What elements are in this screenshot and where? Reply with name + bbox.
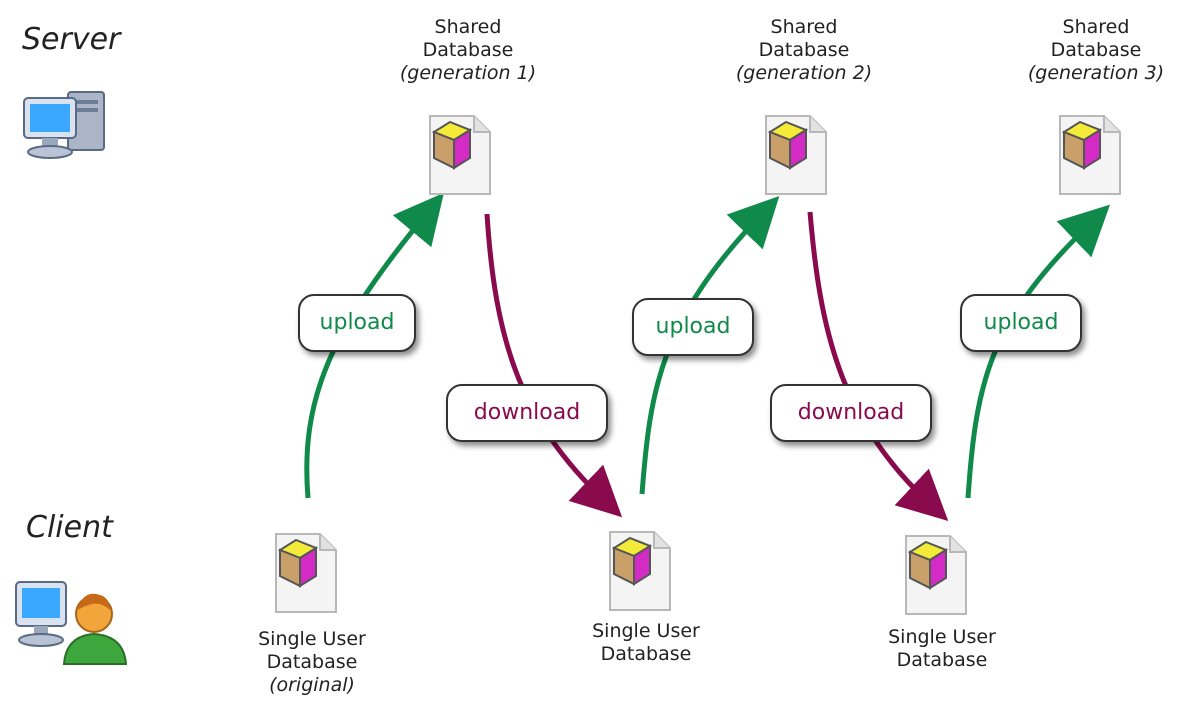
shared-database-line2: Database — [422, 39, 514, 61]
shared-database-generation: (generation 1) — [399, 62, 537, 84]
server-role-label: Server — [22, 22, 121, 57]
client-database-line2: Database — [896, 649, 988, 671]
client-role-label: Client — [26, 510, 113, 545]
client-database-label: Single User Database — [566, 620, 726, 666]
client-database-label: Single User Database (original) — [232, 628, 392, 697]
shared-database-generation: (generation 3) — [1027, 62, 1165, 84]
shared-database-label: Shared Database (generation 1) — [388, 16, 548, 85]
shared-database-line1: Shared — [434, 16, 502, 38]
upload-label: upload — [298, 294, 416, 352]
client-database-note: (original) — [269, 674, 355, 696]
shared-database-generation: (generation 2) — [735, 62, 873, 84]
upload-label: upload — [632, 298, 754, 356]
download-arrow — [807, 211, 949, 522]
client-database-label: Single User Database — [862, 626, 1022, 672]
download-label: download — [446, 384, 608, 442]
download-arrow — [484, 213, 623, 518]
shared-database-line2: Database — [1050, 39, 1142, 61]
client-database-line2: Database — [266, 651, 358, 673]
shared-database-label: Shared Database (generation 2) — [724, 16, 884, 85]
shared-database-line2: Database — [758, 39, 850, 61]
shared-database-label: Shared Database (generation 3) — [1016, 16, 1176, 85]
client-database-line1: Single User — [888, 626, 996, 648]
client-database-line2: Database — [600, 643, 692, 665]
upload-label: upload — [960, 294, 1082, 352]
upload-arrow — [965, 204, 1111, 499]
upload-arrow — [304, 192, 444, 499]
download-label: download — [770, 384, 932, 442]
client-database-line1: Single User — [258, 628, 366, 650]
shared-database-line1: Shared — [1062, 16, 1130, 38]
client-database-line1: Single User — [592, 620, 700, 642]
shared-database-line1: Shared — [770, 16, 838, 38]
